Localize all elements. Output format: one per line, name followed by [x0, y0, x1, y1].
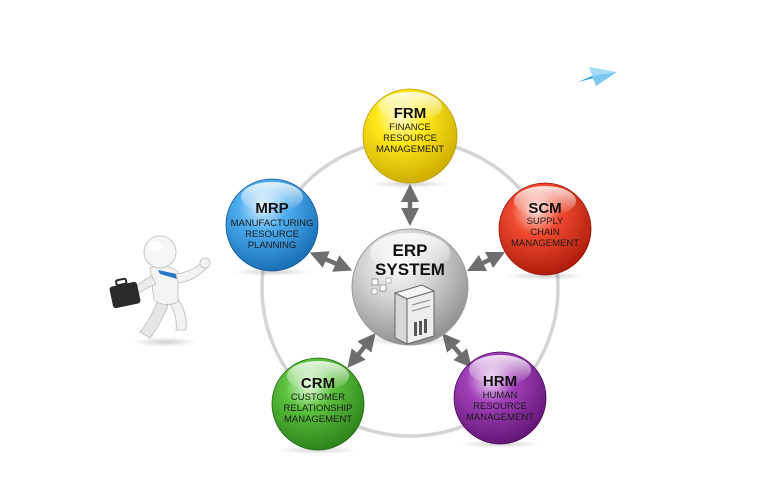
paper-plane-icon [578, 67, 617, 86]
module-frm: FRM FINANCE RESOURCE MANAGEMENT [362, 88, 458, 188]
center-node: ERP SYSTEM [351, 228, 469, 346]
scm-abbr: SCM [528, 200, 561, 217]
mrp-line-2: RESOURCE [245, 229, 299, 240]
frm-line-3: MANAGEMENT [376, 144, 444, 155]
arrow-crm [347, 333, 376, 368]
scm-line-1: SUPPLY [527, 216, 564, 227]
module-mrp: MRP MANUFACTURING RESOURCE PLANNING [225, 178, 319, 276]
frm-line-2: RESOURCE [383, 133, 437, 144]
center-title-line1: ERP [393, 241, 428, 260]
businessman-with-briefcase-icon [109, 235, 211, 347]
module-crm: CRM CUSTOMER RELATIONSHIP MANAGEMENT [271, 357, 365, 454]
mrp-abbr: MRP [255, 200, 288, 217]
mrp-line-3: PLANNING [248, 240, 297, 251]
connector-arrows [309, 184, 506, 368]
module-hrm: HRM HUMAN RESOURCE MANAGEMENT [453, 351, 547, 448]
center-title-line2: SYSTEM [375, 260, 445, 279]
crm-line-1: CUSTOMER [291, 392, 345, 403]
hrm-abbr: HRM [483, 373, 517, 390]
server-tower-icon [371, 277, 436, 345]
arrow-mrp [309, 251, 353, 272]
scm-line-2: CHAIN [530, 227, 560, 238]
crm-abbr: CRM [301, 375, 335, 392]
hrm-line-3: MANAGEMENT [466, 412, 534, 423]
frm-abbr: FRM [394, 105, 427, 122]
crm-line-3: MANAGEMENT [284, 414, 352, 425]
crm-line-2: RELATIONSHIP [284, 403, 353, 414]
hrm-line-1: HUMAN [483, 390, 518, 401]
module-scm: SCM SUPPLY CHAIN MANAGEMENT [498, 182, 592, 280]
frm-line-1: FINANCE [389, 122, 431, 133]
hrm-line-2: RESOURCE [473, 401, 527, 412]
mrp-line-1: MANUFACTURING [231, 218, 314, 229]
scm-line-3: MANAGEMENT [511, 238, 579, 249]
arrow-scm [466, 251, 506, 272]
